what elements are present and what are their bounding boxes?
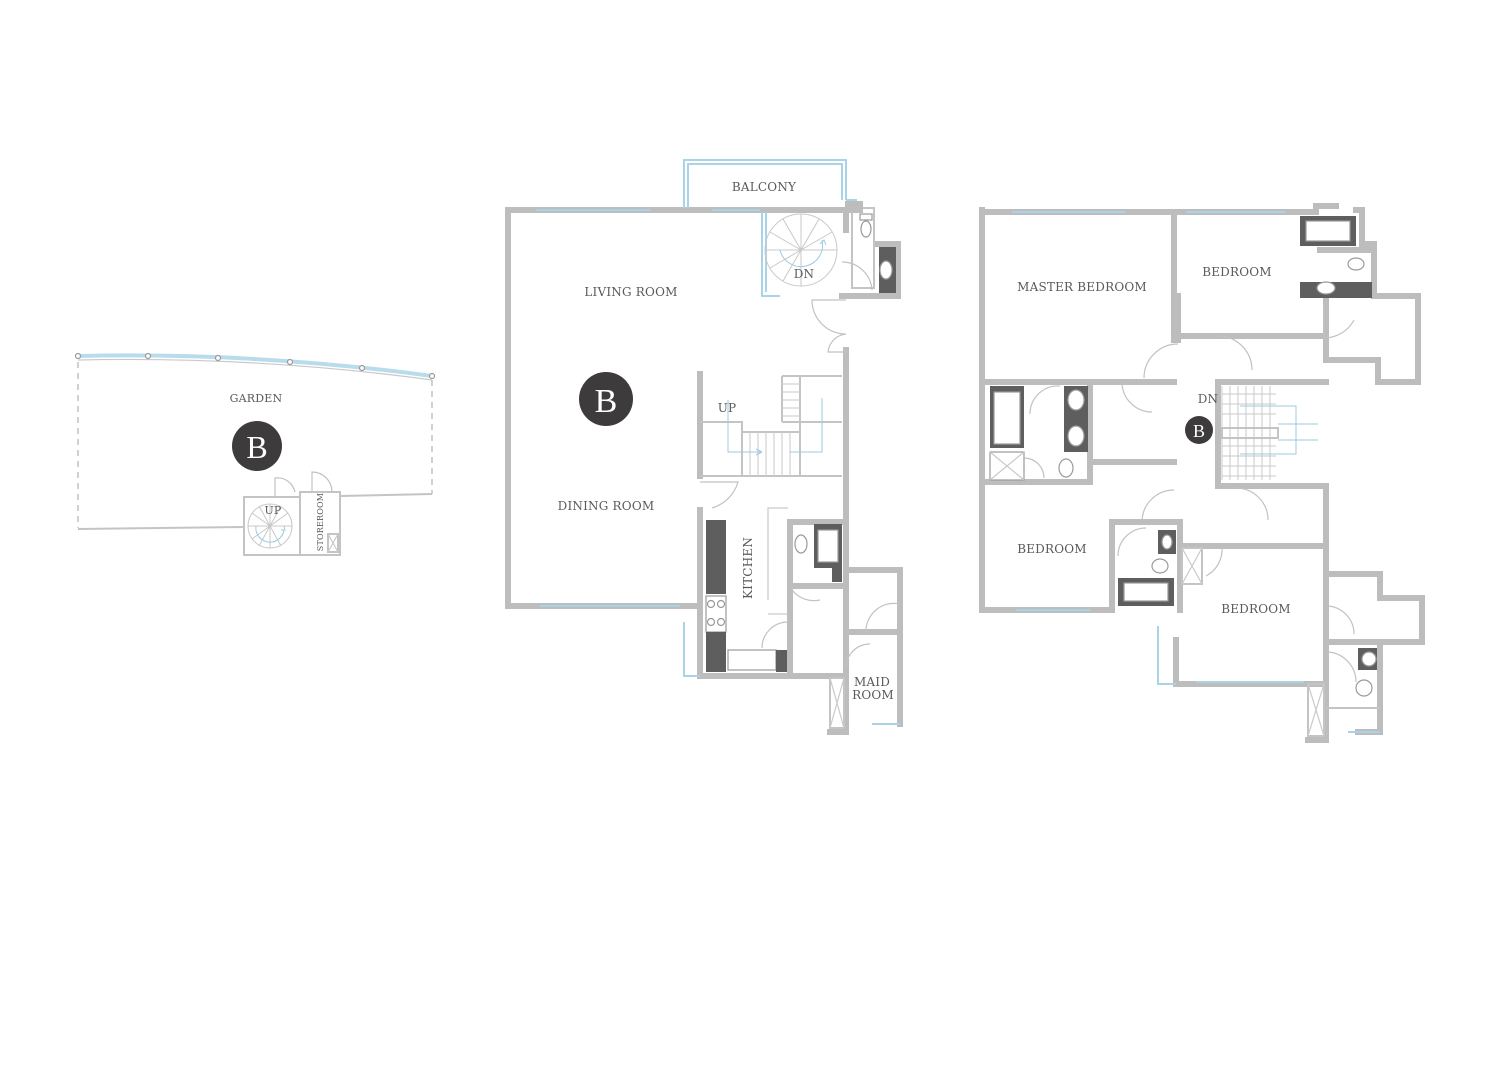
- balcony-rail: [683, 159, 847, 208]
- master-bedroom-label: MASTER BEDROOM: [1017, 280, 1147, 294]
- living-room-label: LIVING ROOM: [584, 285, 677, 299]
- kitchen-label: KITCHEN: [741, 537, 755, 599]
- garden-unit-badge: [232, 421, 282, 471]
- garden-up-label: UP: [264, 504, 281, 517]
- garden-label: GARDEN: [230, 392, 283, 405]
- balcony-label: BALCONY: [732, 180, 797, 194]
- upper-unit-badge-letter: B: [1193, 421, 1205, 441]
- maid-room-label-line2: ROOM: [852, 688, 894, 702]
- main-unit-badge-letter: B: [595, 383, 618, 420]
- dining-room-label: DINING ROOM: [558, 499, 655, 513]
- garden-unit-badge-letter: B: [246, 429, 267, 465]
- bedroom-ne-label: BEDROOM: [1202, 265, 1272, 279]
- upper-dn-label: DN: [1198, 392, 1219, 406]
- main-up-label: UP: [718, 401, 737, 415]
- main-unit-badge: [579, 372, 633, 426]
- bedroom-sw-label: BEDROOM: [1017, 542, 1087, 556]
- main-dn-label: DN: [794, 267, 815, 281]
- garden-level-plan: GARDEN UP STOREROOM B: [74, 352, 436, 556]
- upper-level-plan: MASTER BEDROOM BEDROOM DN BEDROOM BEDROO…: [979, 203, 1425, 743]
- upper-unit-badge: [1185, 416, 1213, 444]
- maid-room-label-line1: MAID: [854, 675, 890, 689]
- main-level-plan: BALCONY DN LIVING ROOM UP DINING ROOM KI…: [505, 159, 903, 735]
- garden-glass-fence: [77, 353, 433, 378]
- bedroom-se-label: BEDROOM: [1221, 602, 1291, 616]
- storeroom-label: STOREROOM: [316, 493, 325, 551]
- kitchen-counter: [706, 520, 726, 594]
